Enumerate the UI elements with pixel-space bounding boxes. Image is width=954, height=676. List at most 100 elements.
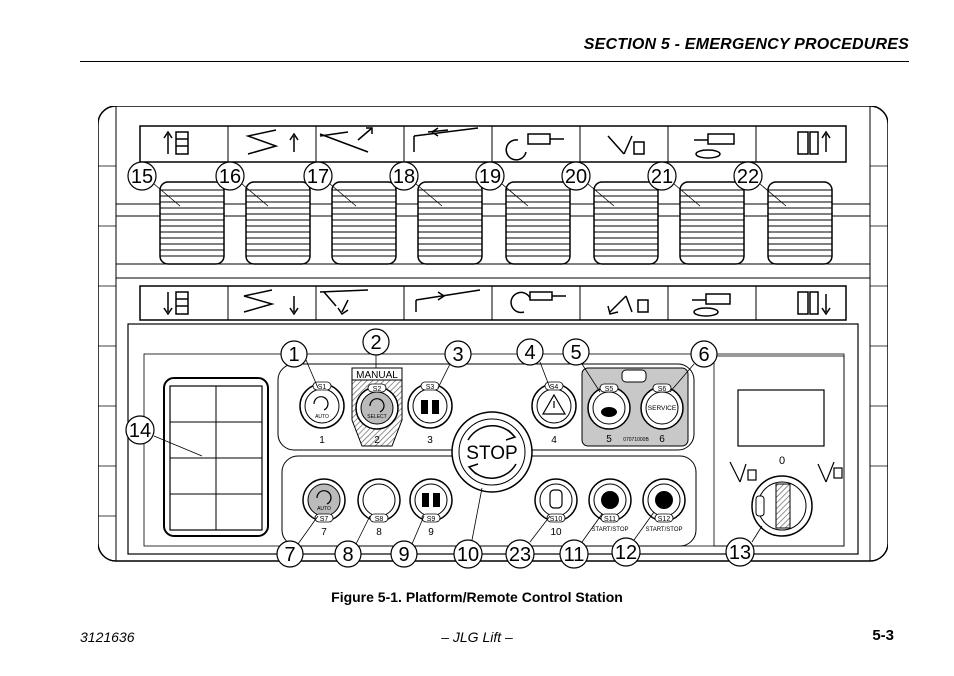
callout-9: 9	[390, 540, 418, 568]
lower-icon-strip	[139, 285, 847, 321]
svg-text:S9: S9	[427, 516, 436, 523]
horn-icon	[621, 369, 647, 383]
svg-text:16: 16	[219, 166, 241, 188]
svg-text:S1: S1	[318, 384, 327, 391]
s5-button[interactable]: S5	[587, 383, 631, 430]
tower-up-icon	[797, 130, 831, 155]
s3-button[interactable]: S3	[407, 381, 453, 429]
footer-center: – JLG Lift –	[441, 629, 513, 645]
middle-rail	[115, 263, 871, 279]
s6-service-button[interactable]: SERVICE S6	[640, 383, 684, 430]
s12-start-stop-button[interactable]: S12 START/STOP	[642, 478, 686, 533]
pos-1: 1	[319, 435, 325, 446]
pos-7: 7	[321, 527, 327, 538]
svg-text:STOP: STOP	[466, 443, 517, 464]
s7-auto-button[interactable]: AUTO S7	[302, 478, 346, 523]
pos-10: 10	[550, 527, 562, 538]
svg-text:9: 9	[398, 544, 409, 566]
s2-select-button[interactable]: MANUAL SELECT S2	[351, 367, 403, 447]
callout-19: 19	[475, 161, 505, 191]
svg-text:AUTO: AUTO	[315, 414, 329, 420]
swing-right-icon	[607, 295, 649, 315]
svg-text:MANUAL: MANUAL	[356, 370, 398, 381]
callout-17: 17	[303, 161, 333, 191]
svg-text:11: 11	[564, 544, 585, 566]
callout-21: 21	[647, 161, 677, 191]
platform-level-down-icon	[163, 291, 189, 316]
s10-glow-plug-button[interactable]: S10	[534, 478, 578, 523]
pos-6: 6	[659, 434, 665, 445]
s1-auto-button[interactable]: AUTO S1	[299, 381, 345, 429]
s11-start-stop-button[interactable]: S11 START/STOP	[588, 478, 632, 533]
platform-mode-icon	[729, 461, 757, 483]
callout-4: 4	[516, 338, 544, 366]
callout-5: 5	[562, 338, 590, 366]
svg-text:18: 18	[393, 166, 415, 188]
s8-button[interactable]: S8	[357, 478, 401, 523]
pos-2: 2	[374, 435, 380, 446]
lift-down-icon	[243, 289, 299, 316]
mode-selector-switch[interactable]: 0	[751, 455, 813, 537]
lever-19[interactable]	[505, 181, 571, 265]
callout-12: 12	[611, 537, 641, 567]
svg-text:7: 7	[284, 544, 295, 566]
part-number: 07071000B	[623, 437, 649, 443]
svg-text:13: 13	[729, 542, 751, 564]
lift-up-icon	[245, 129, 299, 155]
upper-icon-strip	[139, 125, 847, 163]
header-rule	[80, 61, 909, 62]
s9-button[interactable]: S9	[409, 478, 453, 523]
lever-21[interactable]	[679, 181, 745, 265]
main-boom-down-icon	[319, 289, 369, 316]
callout-11: 11	[559, 539, 589, 569]
pos-3: 3	[427, 435, 433, 446]
callout-2: 2	[362, 328, 390, 356]
platform-level-up-icon	[163, 130, 189, 155]
svg-text:12: 12	[615, 542, 637, 564]
svg-text:0: 0	[779, 455, 785, 467]
svg-text:21: 21	[651, 166, 673, 188]
callout-1: 1	[280, 340, 308, 368]
lever-20[interactable]	[593, 181, 659, 265]
lever-17[interactable]	[331, 181, 397, 265]
svg-text:6: 6	[698, 344, 709, 366]
lever-18[interactable]	[417, 181, 483, 265]
callout-13: 13	[725, 537, 755, 567]
svg-text:4: 4	[524, 342, 535, 364]
platform-rotate-icon	[505, 133, 564, 161]
svg-text:S6: S6	[658, 386, 667, 393]
control-station-figure: AUTO S1 MANUAL SELECT S2 S3 S4	[97, 105, 889, 576]
side-ribs	[98, 165, 888, 517]
emergency-stop-button[interactable]: STOP	[451, 411, 533, 493]
console-inner-outline	[115, 105, 871, 562]
ground-mode-icon	[817, 461, 843, 483]
page-number: 5-3	[872, 627, 894, 644]
callout-7: 7	[276, 540, 304, 568]
callout-20: 20	[561, 161, 591, 191]
svg-text:S5: S5	[605, 386, 614, 393]
key-switch-area	[713, 355, 845, 547]
figure-caption: Figure 5-1. Platform/Remote Control Stat…	[331, 589, 623, 605]
svg-text:3: 3	[452, 344, 463, 366]
lower-icon-dividers	[227, 286, 757, 320]
callout-6: 6	[690, 340, 718, 368]
figure-drawing: AUTO S1 MANUAL SELECT S2 S3 S4	[97, 105, 889, 569]
svg-text:S4: S4	[550, 384, 559, 391]
svg-text:S2: S2	[373, 386, 382, 393]
platform-rotate-reverse-icon	[510, 291, 566, 314]
lever-15[interactable]	[159, 181, 225, 265]
callout-18: 18	[389, 161, 419, 191]
turntable-rotate-icon	[694, 133, 735, 159]
lever-22[interactable]	[767, 181, 833, 265]
callout-14: 14	[125, 415, 155, 445]
section-title: SECTION 5 - EMERGENCY PROCEDURES	[583, 36, 909, 53]
lever-16[interactable]	[245, 181, 311, 265]
doc-number: 3121636	[80, 629, 135, 645]
svg-text:AUTO: AUTO	[317, 506, 331, 512]
svg-text:S12: S12	[658, 516, 671, 523]
callout-15: 15	[127, 161, 157, 191]
svg-text:10: 10	[457, 544, 479, 566]
s4-alarm-button[interactable]: S4	[531, 381, 577, 429]
callout-10: 10	[453, 539, 483, 569]
main-boom-up-icon	[319, 127, 373, 153]
